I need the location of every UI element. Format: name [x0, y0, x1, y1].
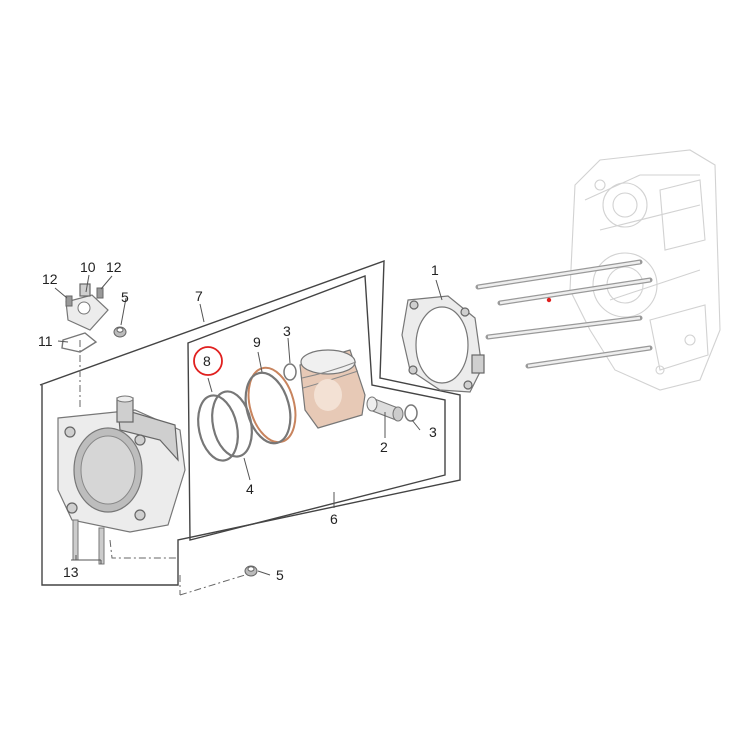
callout-3: 3: [283, 323, 291, 339]
callout-9: 9: [253, 334, 261, 350]
callout-12: 12: [106, 259, 122, 275]
callout-4: 4: [246, 481, 254, 497]
cylinder-stud: [72, 519, 79, 561]
compression-ring: [211, 390, 253, 458]
cylinder-stud: [98, 527, 105, 565]
circlip: [404, 404, 418, 422]
long-studs: [475, 259, 653, 369]
callout-8: 8: [203, 353, 211, 369]
piston-pin: [366, 396, 404, 422]
callout-5: 5: [121, 289, 129, 305]
fitting-gasket: [61, 332, 98, 353]
callout-3: 3: [429, 424, 437, 440]
callout-8-highlight: [193, 346, 223, 376]
bolt: [96, 287, 104, 299]
centerline: [79, 340, 246, 596]
frame-6: [187, 275, 446, 541]
piston: [299, 349, 366, 429]
callout-10: 10: [80, 259, 96, 275]
nut: [113, 326, 127, 338]
highlight-dot: [546, 297, 552, 303]
circlip: [283, 363, 297, 381]
cylinder-gasket: [401, 295, 485, 393]
nut: [244, 565, 258, 577]
callout-7: 7: [195, 288, 203, 304]
crankcase-ghost: [569, 149, 721, 391]
callout-12: 12: [42, 271, 58, 287]
callout-1: 1: [431, 262, 439, 278]
callout-11: 11: [38, 333, 53, 349]
water-fitting: [65, 283, 109, 331]
leader-lines: [54, 274, 443, 576]
cylinder: [57, 395, 186, 533]
callout-2: 2: [380, 439, 388, 455]
frame-7: [39, 259, 461, 586]
callout-13: 13: [63, 564, 79, 580]
bolt: [65, 295, 73, 307]
callout-5: 5: [276, 567, 284, 583]
compression-ring: [197, 394, 239, 462]
callout-6: 6: [330, 511, 338, 527]
